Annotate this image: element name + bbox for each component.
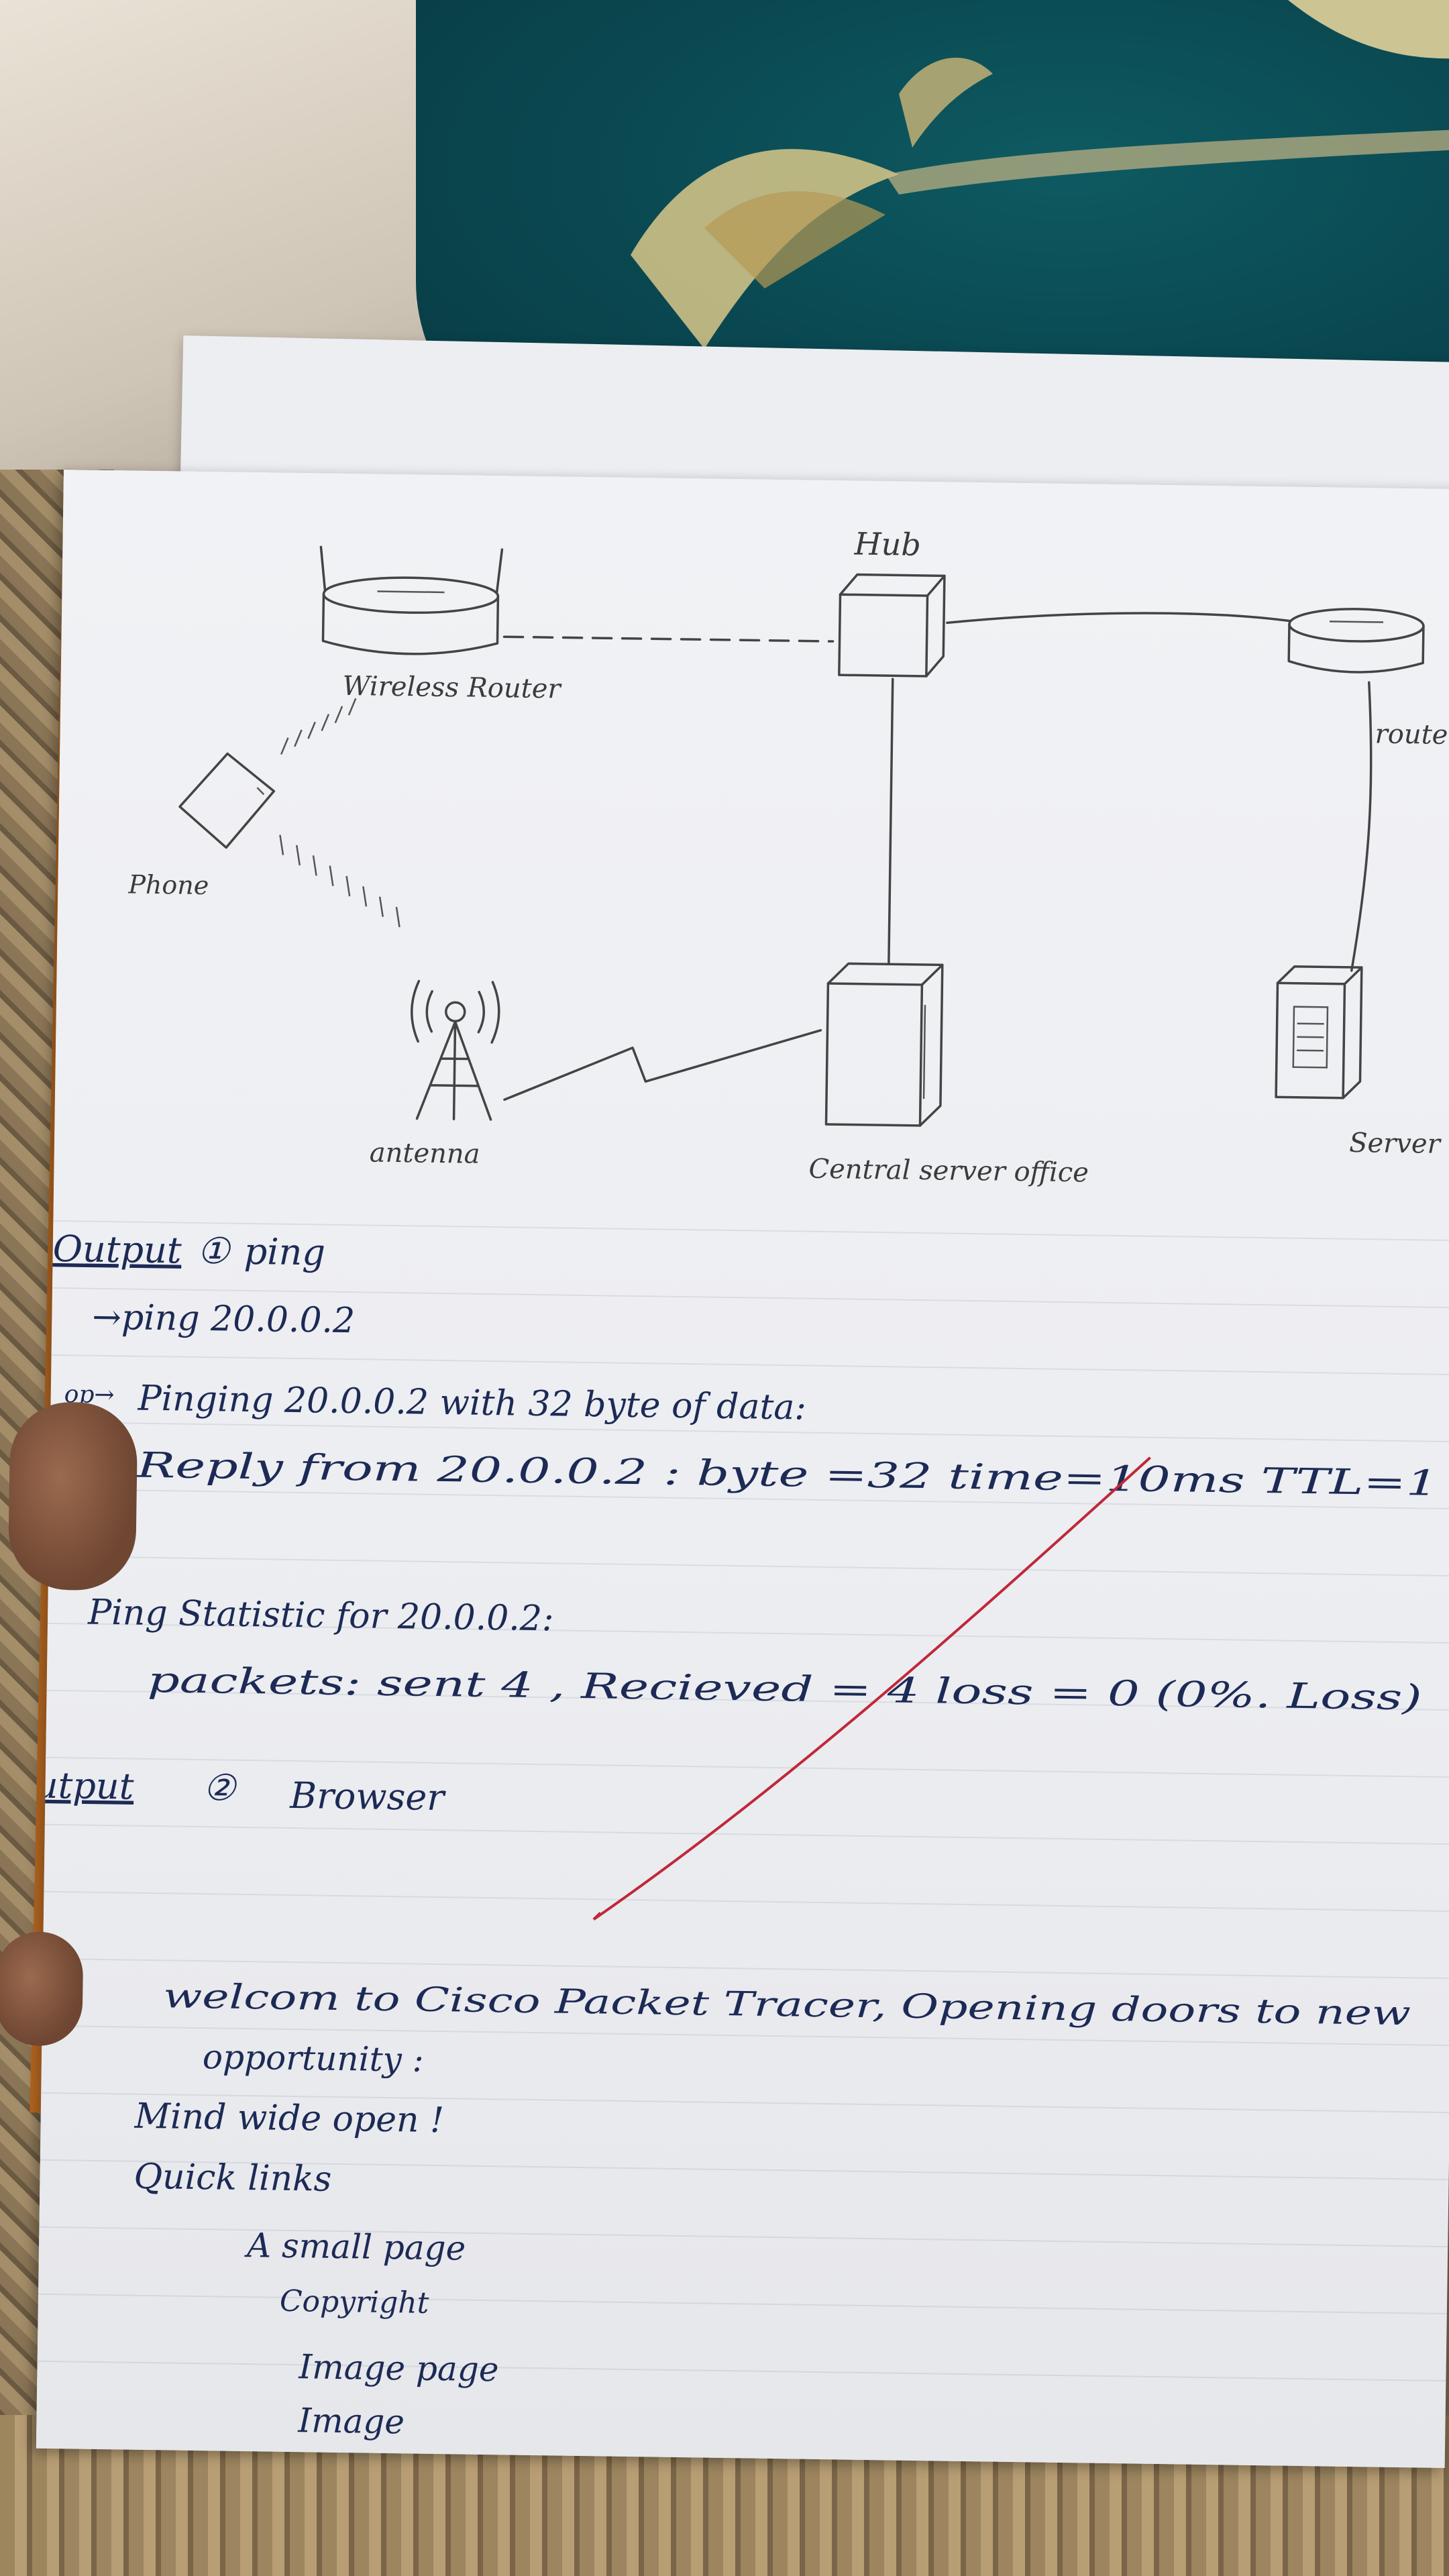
router-icon <box>1287 608 1425 674</box>
quick-link-3: Image page <box>298 2347 499 2389</box>
antenna-central-link <box>503 1029 822 1102</box>
server-label: Server <box>1349 1128 1442 1160</box>
output-1-title: ping <box>244 1230 325 1274</box>
quick-link-4: Image <box>297 2401 405 2441</box>
ruled-lines <box>37 1220 1449 2382</box>
quick-link-2: Copyright <box>280 2284 429 2320</box>
output-2-title: Browser <box>289 1774 447 1819</box>
antenna-label: antenna <box>370 1137 480 1169</box>
router-server-line <box>1350 681 1373 972</box>
output-1-heading: Output <box>52 1228 182 1272</box>
hub-central-line <box>888 678 894 965</box>
antenna-icon <box>411 979 500 1121</box>
browser-line-2: opportunity : <box>203 2037 424 2080</box>
browser-line-1: welcom to Cisco Packet Tracer, Opening d… <box>163 1976 1411 2033</box>
quick-links-heading: Quick links <box>133 2157 332 2200</box>
output-2-number: ② <box>203 1766 237 1809</box>
hub-icon <box>838 573 946 678</box>
wireless-signal-marks <box>279 698 400 928</box>
hub-label: Hub <box>853 525 921 562</box>
floral-print <box>631 0 1449 349</box>
wireless-router-label: Wireless Router <box>342 671 563 705</box>
hub-router-line <box>946 612 1291 625</box>
reply-line: Reply from 20.0.0.2 : byte =32 time=10ms… <box>136 1446 1438 1504</box>
pinging-line: Pinging 20.0.0.2 with 32 byte of data: <box>137 1379 806 1428</box>
thumb-finger-lower <box>0 1931 84 2047</box>
wireless-router-icon <box>319 545 504 655</box>
output-1-number: ① <box>197 1230 231 1273</box>
server-icon <box>1275 965 1363 1099</box>
output-1-section: Output ① ping →ping 20.0.0.2 op→ Pinging… <box>52 1228 1438 1719</box>
phone-label: Phone <box>127 869 209 900</box>
phone-icon <box>178 752 276 849</box>
central-server-label: Central server office <box>808 1154 1089 1189</box>
browser-line-3: Mind wide open ! <box>133 2096 444 2141</box>
quick-link-1: A small page <box>244 2226 466 2268</box>
wireless-link-line <box>502 635 835 643</box>
central-server-icon <box>824 962 944 1127</box>
notebook-page: Wireless Router Hub router <box>0 470 1449 2469</box>
thumb-finger <box>7 1401 138 1591</box>
router-label: router <box>1375 718 1449 751</box>
handwritten-content: Wireless Router Hub router <box>36 525 1449 2441</box>
ping-command: →ping 20.0.0.2 <box>92 1297 356 1341</box>
ping-statistic-line: Ping Statistic for 20.0.0.2: <box>87 1593 554 1640</box>
red-tick-mark <box>592 1456 1151 1921</box>
packets-line: packets: sent 4 , Recieved = 4 loss = 0 … <box>147 1660 1422 1719</box>
output-2-heading: Output <box>36 1764 134 1808</box>
